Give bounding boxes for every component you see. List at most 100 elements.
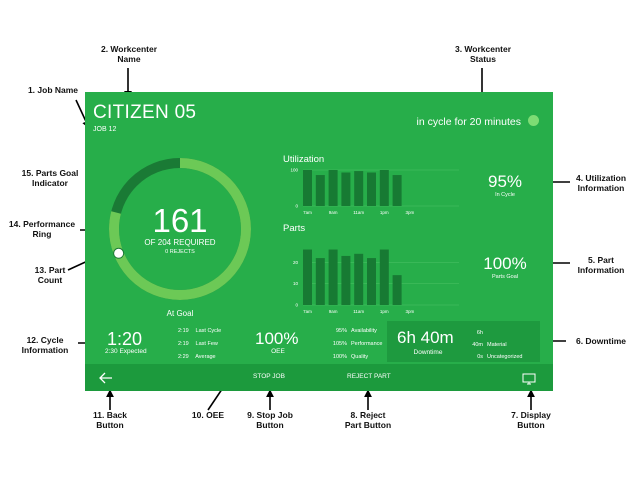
y-tick-label: 0 xyxy=(295,204,298,209)
bar xyxy=(354,171,364,206)
cycle-row: 2:19 Last Cycle xyxy=(178,325,221,338)
annotation-line: Information xyxy=(577,183,625,193)
parts-sublabel: Parts Goal xyxy=(492,274,518,280)
annotation-line: Part Button xyxy=(344,420,392,430)
annotation-line: 3. Workcenter xyxy=(454,44,512,54)
annotation-oee: 10. OEE xyxy=(180,410,236,420)
downtime-row-value: 6h 40m xyxy=(472,330,483,348)
rejects-count: 0 REJECTS xyxy=(165,249,195,255)
performance-ring xyxy=(109,158,251,300)
x-tick-label: 11am xyxy=(353,210,364,215)
annotation-line: 15. Parts Goal xyxy=(21,168,79,178)
annotation-line: Count xyxy=(37,275,63,285)
x-tick-label: 1pm xyxy=(380,309,389,314)
annotation-line: Button xyxy=(517,420,545,430)
annotation-line: 11. Back xyxy=(92,410,128,420)
x-tick-label: 7am xyxy=(303,210,312,215)
parts-required: OF 204 REQUIRED xyxy=(144,238,216,247)
oee-row: 95%Availability xyxy=(325,325,383,338)
x-tick-label: 1pm xyxy=(380,210,389,215)
annotation-line: Ring xyxy=(32,229,52,239)
part-count: 161 xyxy=(152,202,208,239)
parts-value: 100% xyxy=(483,254,527,273)
annotation-workcenter-name: 2. Workcenter Name xyxy=(96,44,162,64)
annotation-utilization: 4. Utilization Information xyxy=(566,173,636,193)
y-tick-label: 10 xyxy=(293,281,299,286)
annotation-performance-ring: 14. Performance Ring xyxy=(2,219,82,239)
bar xyxy=(328,249,338,305)
annotation-line: Information xyxy=(577,265,625,275)
utilization-value: 95% xyxy=(487,172,523,191)
parts-title: Parts xyxy=(283,223,306,234)
bar xyxy=(315,175,325,206)
downtime-label: Downtime xyxy=(413,349,443,356)
annotation-back-button: 11. Back Button xyxy=(80,410,140,430)
bar xyxy=(303,170,312,206)
cycle-row-value: 2:19 xyxy=(178,341,189,347)
oee-row-label: Performance xyxy=(351,341,383,347)
annotation-line: 9. Stop Job xyxy=(247,410,293,420)
annotation-downtime: 6. Downtime xyxy=(566,336,636,346)
annotation-line: 12. Cycle xyxy=(26,335,64,345)
oee-row-value: 100% xyxy=(332,354,347,360)
stop-job-button[interactable]: STOP JOB xyxy=(253,373,285,380)
downtime-row-value: 0s xyxy=(477,354,483,360)
x-tick-label: 3pm xyxy=(406,309,415,314)
bar xyxy=(392,175,402,206)
downtime-value: 6h 40m xyxy=(397,328,454,347)
cycle-row-value: 2:29 xyxy=(178,354,189,360)
bar xyxy=(303,249,312,305)
annotation-reject-part: 8. Reject Part Button xyxy=(336,410,400,430)
x-tick-label: 7am xyxy=(303,309,312,314)
cycle-time: 1:20 xyxy=(107,329,143,349)
annotation-cycle: 12. Cycle Information xyxy=(10,335,80,355)
bar xyxy=(341,172,351,206)
cycle-table: 2:19 Last Cycle 2:19 Last Few 2:29 Avera… xyxy=(178,325,221,364)
reject-part-button[interactable]: REJECT PART xyxy=(347,373,391,380)
oee-label: OEE xyxy=(271,348,285,355)
bar xyxy=(315,258,325,305)
cycle-row-label: Last Few xyxy=(195,341,218,347)
downtime-row-label: Material xyxy=(487,342,507,348)
annotation-line: 1. Job Name xyxy=(27,85,79,95)
bar xyxy=(341,255,351,305)
oee-row-label: Quality xyxy=(351,354,369,360)
annotation-parts-goal: 15. Parts Goal Indicator xyxy=(10,168,90,188)
utilization-sublabel: In Cycle xyxy=(495,192,515,198)
cycle-row: 2:29 Average xyxy=(178,351,221,364)
annotation-workcenter-status: 3. Workcenter Status xyxy=(450,44,516,64)
bar xyxy=(392,275,402,305)
annotation-line: Button xyxy=(256,420,284,430)
oee-row-label: Availability xyxy=(351,328,377,334)
goal-status: At Goal xyxy=(166,309,194,318)
annotation-line: 10. OEE xyxy=(191,410,225,420)
annotation-line: Name xyxy=(117,54,141,64)
workcenter-name: CITIZEN 05 xyxy=(93,102,197,123)
back-button[interactable] xyxy=(97,369,115,387)
cycle-row: 2:19 Last Few xyxy=(178,338,221,351)
annotation-line: Indicator xyxy=(32,178,68,188)
y-tick-label: 100 xyxy=(290,168,298,173)
cycle-row-label: Last Cycle xyxy=(195,328,222,334)
bar xyxy=(367,258,376,305)
bar xyxy=(379,170,389,206)
annotation-line: 8. Reject xyxy=(350,410,386,420)
bar xyxy=(328,170,338,206)
annotation-job-name: 1. Job Name xyxy=(18,85,88,95)
annotation-line: 2. Workcenter xyxy=(100,44,158,54)
oee-row: 100% Quality xyxy=(325,351,383,364)
annotation-display-button: 7. Display Button xyxy=(500,410,562,430)
annotation-part-info: 5. Part Information xyxy=(566,255,636,275)
annotation-line: Information xyxy=(21,345,69,355)
parts-goal-indicator xyxy=(113,247,125,259)
monitor-icon xyxy=(522,373,536,385)
y-tick-label: 0 xyxy=(295,303,298,308)
display-button[interactable] xyxy=(522,372,536,385)
x-tick-label: 3pm xyxy=(406,210,415,215)
bar xyxy=(379,249,389,305)
y-tick-label: 20 xyxy=(293,260,299,265)
